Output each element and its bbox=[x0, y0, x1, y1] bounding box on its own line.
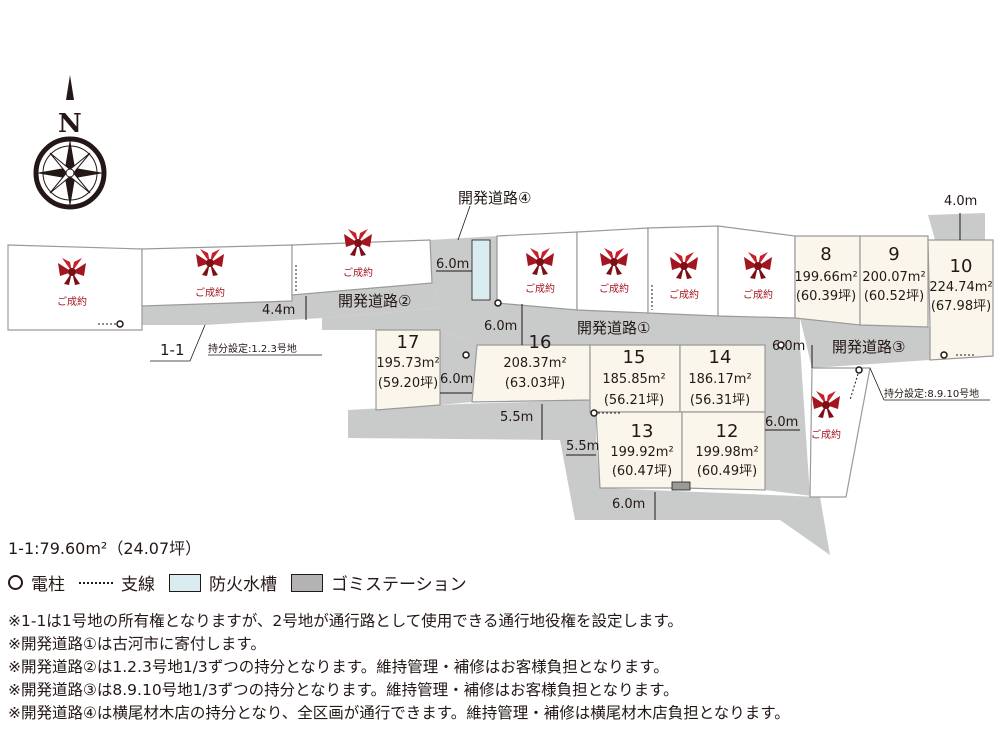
width-label: 4.0m bbox=[944, 194, 977, 209]
lot-area: 185.85m² bbox=[602, 372, 665, 387]
legend-branch: 支線 bbox=[79, 570, 155, 595]
width-label: 6.0m bbox=[440, 372, 473, 387]
lot-labels: 8 199.66m² (60.39坪) 9 200.07m² (60.52坪) … bbox=[376, 244, 992, 479]
legend-tank: 防火水槽 bbox=[169, 570, 277, 595]
dotted-line-icon bbox=[79, 581, 113, 584]
lot-area: 199.92m² bbox=[610, 445, 673, 460]
lot-area: 199.66m² bbox=[794, 270, 857, 285]
lot-tsubo: (56.31坪) bbox=[690, 393, 750, 408]
fire-water-tank bbox=[471, 239, 491, 301]
lot-tsubo: (60.52坪) bbox=[864, 289, 924, 304]
sold-label: ご成約 bbox=[599, 282, 629, 295]
lot-1-1-label: 1-1 bbox=[160, 341, 185, 359]
legend-pole-label: 電柱 bbox=[31, 575, 65, 595]
sold-label: ご成約 bbox=[669, 288, 699, 301]
sold-label: ご成約 bbox=[525, 282, 555, 295]
available-lots bbox=[375, 235, 994, 491]
lot-area: 195.73m² bbox=[376, 356, 439, 371]
lot-area: 199.98m² bbox=[695, 445, 758, 460]
width-label: 6.0m bbox=[612, 497, 645, 512]
lot-tsubo: (59.20坪) bbox=[378, 376, 438, 391]
guy-wires bbox=[98, 265, 974, 414]
road-names: 開発道路① 開発道路② 開発道路③ 開発道路④ bbox=[338, 189, 905, 356]
note: ※開発道路①は古河市に寄付します。 bbox=[8, 635, 266, 653]
pole-icon bbox=[8, 575, 23, 590]
lot-tsubo: (63.03坪) bbox=[505, 376, 565, 391]
legend-gomi-label: ゴミステーション bbox=[331, 575, 467, 595]
lot-number: 8 bbox=[820, 244, 831, 265]
utility-poles bbox=[116, 299, 948, 417]
road-1-label: 開発道路① bbox=[577, 319, 650, 337]
lot-tsubo: (60.47坪) bbox=[612, 464, 672, 479]
sold-label: ご成約 bbox=[811, 428, 841, 441]
lot-area: 224.74m² bbox=[929, 280, 992, 295]
lot-tsubo: (60.39坪) bbox=[796, 289, 856, 304]
share-8910-label: 持分設定:8.9.10号地 bbox=[884, 387, 979, 400]
lot-number: 9 bbox=[888, 244, 899, 265]
lot-tsubo: (56.21坪) bbox=[604, 393, 664, 408]
note: ※開発道路④は横尾材木店の持分となり、全区画が通行できます。維持管理・補修は横尾… bbox=[8, 704, 790, 722]
width-label: 6.0m bbox=[765, 415, 798, 430]
lot-1-1-area: 1-1:79.60m²（24.07坪） bbox=[8, 539, 202, 558]
share-123-label: 持分設定:1.2.3号地 bbox=[208, 342, 297, 355]
dimension-arrows bbox=[305, 213, 961, 520]
lot-number: 10 bbox=[950, 256, 973, 277]
legend-branch-label: 支線 bbox=[121, 575, 155, 595]
lot-tsubo: (60.49坪) bbox=[697, 464, 757, 479]
compass-rose-icon bbox=[33, 75, 107, 210]
width-label: 5.5m bbox=[566, 439, 599, 454]
width-label: 6.0m bbox=[772, 339, 805, 354]
note: ※開発道路③は8.9.10号地1/3ずつの持分となります。維持管理・補修はお客様… bbox=[8, 681, 679, 699]
sold-label: ご成約 bbox=[743, 288, 773, 301]
lot-number: 15 bbox=[623, 347, 646, 368]
sold-label: ご成約 bbox=[57, 295, 87, 308]
note: ※開発道路②は1.2.3号地1/3ずつの持分となります。維持管理・補修はお客様負… bbox=[8, 658, 669, 676]
lot-number: 17 bbox=[397, 332, 420, 353]
legend-gomi: ゴミステーション bbox=[291, 570, 467, 595]
lot-area: 200.07m² bbox=[862, 270, 925, 285]
lot-number: 13 bbox=[631, 421, 654, 442]
road-3-label: 開発道路③ bbox=[832, 338, 905, 356]
note: ※1-1は1号地の所有権となりますが、2号地が通行路として使用できる通行地役権を… bbox=[8, 612, 683, 630]
sold-label: ご成約 bbox=[195, 286, 225, 299]
width-label: 6.0m bbox=[436, 257, 469, 272]
notes: ※1-1は1号地の所有権となりますが、2号地が通行路として使用できる通行地役権を… bbox=[8, 610, 790, 725]
legend: 電柱 支線 防火水槽 ゴミステーション bbox=[8, 570, 481, 595]
legend-tank-label: 防火水槽 bbox=[209, 575, 277, 595]
road-2-label: 開発道路② bbox=[338, 292, 411, 310]
width-label: 5.5m bbox=[500, 410, 533, 425]
lot-number: 16 bbox=[529, 332, 552, 353]
lot-number: 14 bbox=[709, 347, 732, 368]
road-4-label: 開発道路④ bbox=[458, 189, 531, 207]
subdivision-map: N bbox=[7, 75, 994, 555]
lot-area: 186.17m² bbox=[688, 372, 751, 387]
sold-label: ご成約 bbox=[343, 266, 373, 279]
width-label: 6.0m bbox=[484, 319, 517, 334]
north-label: N bbox=[58, 109, 82, 139]
sold-labels: ご成約 ご成約 ご成約 ご成約 ご成約 ご成約 ご成約 ご成約 bbox=[57, 266, 841, 441]
width-label: 4.4m bbox=[262, 303, 295, 318]
lot-area: 208.37m² bbox=[503, 356, 566, 371]
garbage-station-icon bbox=[291, 573, 323, 592]
lot-number: 12 bbox=[716, 421, 739, 442]
legend-pole: 電柱 bbox=[8, 570, 65, 595]
garbage-station bbox=[671, 481, 691, 491]
fire-tank-icon bbox=[169, 573, 201, 592]
lot-tsubo: (67.98坪) bbox=[931, 299, 991, 314]
